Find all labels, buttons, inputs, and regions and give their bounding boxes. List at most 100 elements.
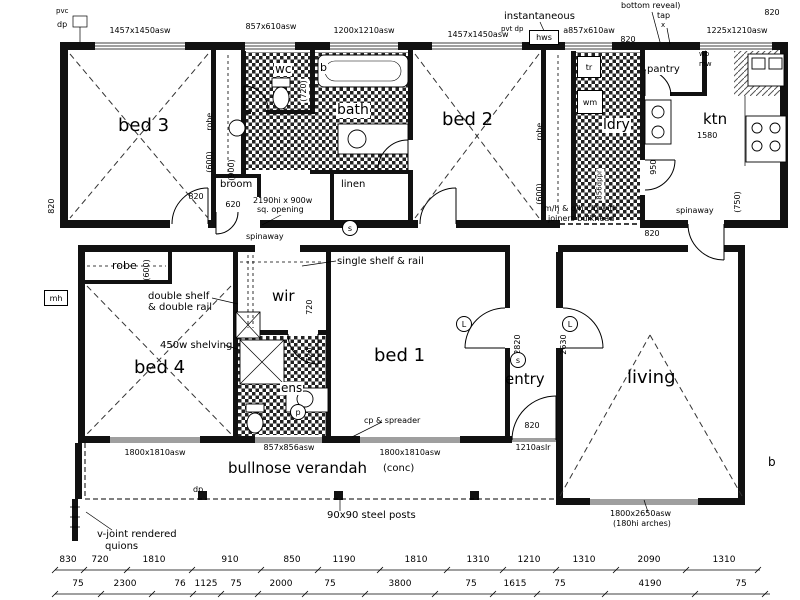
pvt-dp-label: pvt dp bbox=[501, 25, 524, 33]
dim-row2-7: 3800 bbox=[388, 579, 412, 589]
dim-row1-11: 1310 bbox=[712, 555, 736, 565]
dim-row2-5: 2000 bbox=[269, 579, 293, 589]
hws-unit: hws bbox=[529, 30, 559, 45]
verandah-label: bullnose verandah bbox=[228, 459, 368, 477]
point-symbol-p: p bbox=[290, 404, 306, 420]
dim-row1-9: 1310 bbox=[572, 555, 596, 565]
room-label-living: living bbox=[627, 367, 676, 388]
dim-row2-12: 75 bbox=[735, 579, 747, 589]
dim-row1-0: 830 bbox=[59, 555, 77, 565]
note-sq-opening-1: 2190hi x 900w bbox=[252, 196, 314, 206]
window-label-top-4: a857x610aw bbox=[563, 26, 615, 35]
dim-820-a: 820 bbox=[620, 35, 636, 44]
bathtub-label: b bbox=[319, 61, 328, 75]
dim-620: 620 bbox=[225, 200, 241, 209]
dim-row1-4: 850 bbox=[283, 555, 301, 565]
dim-row1-2: 1810 bbox=[142, 555, 166, 565]
smoke-detector-symbol-1: s bbox=[342, 220, 358, 236]
verandah-finish-label: (conc) bbox=[383, 463, 415, 474]
room-label-bed4: bed 4 bbox=[134, 357, 186, 378]
washing-machine-unit: wm bbox=[577, 90, 603, 114]
note-single-shelf: single shelf & rail bbox=[337, 256, 424, 267]
b-label-right: b bbox=[768, 455, 776, 469]
note-bottom-reveal: bottom reveal) bbox=[621, 1, 681, 10]
dim-row1-7: 1310 bbox=[466, 555, 490, 565]
window-label-top-3: 1457x1450asw bbox=[447, 30, 509, 39]
room-label-robe-bed3: robe bbox=[205, 112, 215, 131]
room-label-bed1: bed 1 bbox=[374, 345, 426, 366]
note-450w-shelving: 450w shelving bbox=[160, 340, 233, 351]
room-label-robe-bed4: robe bbox=[112, 259, 137, 272]
mw-label: mw bbox=[699, 60, 712, 68]
dim-750: (750) bbox=[733, 191, 743, 213]
window-label-top-0: 1457x1450asw bbox=[109, 26, 171, 35]
note-quoins-1: v-joint rendered bbox=[97, 529, 177, 540]
dim-row2-3: 1125 bbox=[194, 579, 218, 589]
note-arch-window-2: (180hi arches) bbox=[613, 519, 671, 528]
window-label-bottom-0: 1800x1810asw bbox=[124, 448, 186, 457]
tap-mark: x bbox=[661, 21, 666, 29]
wb-label: wb bbox=[699, 50, 710, 58]
room-label-wir: wir bbox=[272, 287, 295, 305]
dim-2630: 2630 bbox=[559, 334, 569, 355]
note-quoins-2: quions bbox=[105, 541, 139, 552]
window-label-bottom-2: 1800x1810asw bbox=[379, 448, 441, 457]
dim-600-c: (600) bbox=[142, 259, 152, 281]
dim-row1-6: 1810 bbox=[404, 555, 428, 565]
room-label-linen: linen bbox=[341, 179, 366, 190]
note-sq-opening-2: sq. opening bbox=[256, 205, 305, 215]
dim-600-a: (600) bbox=[205, 151, 215, 173]
dim-900: (900) bbox=[227, 159, 237, 181]
dim-1580: 1580 bbox=[697, 131, 718, 140]
dim-720-a: (720) bbox=[299, 79, 309, 103]
dim-600-b: (600) bbox=[535, 183, 545, 205]
note-spinaway-top: spinaway bbox=[676, 206, 714, 215]
dim-820-d: 820 bbox=[188, 192, 204, 201]
dim-row1-1: 720 bbox=[91, 555, 109, 565]
dim-720-c: 720 bbox=[305, 347, 315, 363]
room-label-robe-bed2: robe bbox=[535, 122, 545, 141]
dim-820-f: 820 bbox=[644, 229, 660, 238]
dim-row1-5: 1190 bbox=[332, 555, 356, 565]
note-spinaway-mid: spinaway bbox=[246, 232, 284, 241]
dim-row2-1: 2300 bbox=[113, 579, 137, 589]
room-label-broom: broom bbox=[220, 179, 253, 190]
light-symbol-1: L bbox=[456, 316, 472, 332]
room-label-bed3: bed 3 bbox=[118, 115, 170, 136]
note-arch-window-1: 1800x2650asw bbox=[610, 509, 672, 518]
downpipe-label-top: dp bbox=[57, 20, 68, 29]
dim-row2-9: 1615 bbox=[503, 579, 527, 589]
note-double-shelf-1: double shelf bbox=[148, 291, 210, 302]
window-label-bottom-3: 1210aslr bbox=[515, 443, 551, 452]
dim-820-e: 820 bbox=[524, 421, 540, 430]
room-label-entry: entry bbox=[505, 370, 545, 388]
room-label-laundry: ldry bbox=[602, 117, 631, 134]
note-bulkhead-2: joiners bulkhead bbox=[548, 214, 615, 223]
dim-950: 950 bbox=[649, 159, 659, 175]
note-steel-posts: 90x90 steel posts bbox=[327, 510, 416, 521]
dim-856dppr: 856dppr bbox=[595, 169, 604, 201]
dim-row1-8: 1210 bbox=[517, 555, 541, 565]
dim-row2-8: 75 bbox=[465, 579, 477, 589]
dim-row2-2: 76 bbox=[174, 579, 186, 589]
dim-row1-3: 910 bbox=[221, 555, 239, 565]
window-label-top-5: 1225x1210asw bbox=[706, 26, 768, 35]
window-label-top-1: 857x610asw bbox=[245, 22, 297, 31]
room-label-wc: wc bbox=[274, 62, 293, 77]
dim-row2-4: 75 bbox=[230, 579, 242, 589]
manhole-label: mh bbox=[44, 290, 68, 306]
room-label-bath: bath bbox=[336, 102, 370, 119]
pvc-label: pvc bbox=[56, 7, 69, 15]
window-label-bottom-1: 857x856asw bbox=[263, 443, 315, 452]
dim-820-c: 820 bbox=[47, 198, 57, 214]
dim-row1-10: 2090 bbox=[637, 555, 661, 565]
room-label-ens: ens bbox=[280, 381, 304, 396]
window-label-top-2: 1200x1210asw bbox=[333, 26, 395, 35]
dim-820-b: 820 bbox=[764, 8, 780, 17]
smoke-detector-symbol-2: s bbox=[510, 352, 526, 368]
note-instantaneous: instantaneous bbox=[504, 11, 575, 22]
dim-row2-6: 75 bbox=[324, 579, 336, 589]
dim-row2-11: 4190 bbox=[638, 579, 662, 589]
